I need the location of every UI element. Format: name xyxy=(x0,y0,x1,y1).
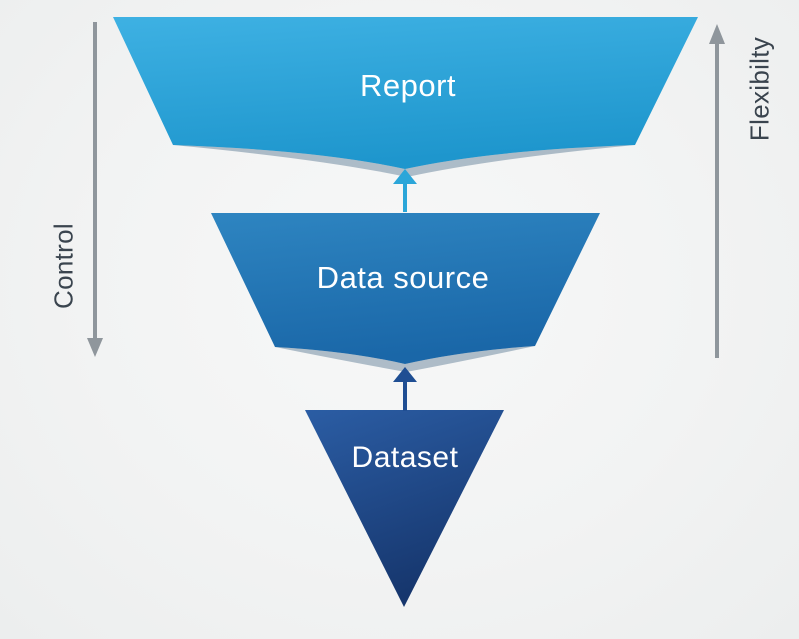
control-axis-label: Control xyxy=(48,223,79,309)
report-label: Report xyxy=(359,68,457,103)
dataset-to-datasource-arrow xyxy=(393,367,417,411)
report-shape xyxy=(113,17,698,169)
datasource-to-report-arrow xyxy=(393,169,417,212)
flexibility-arrow xyxy=(709,24,725,358)
dataset-shape xyxy=(305,410,504,607)
data-source-label: Data source xyxy=(316,260,490,295)
control-arrowhead-down-icon xyxy=(87,338,103,357)
dataset-to-datasource-arrowhead-up-icon xyxy=(393,367,417,382)
datasource-to-report-arrowhead-up-icon xyxy=(393,169,417,184)
control-arrow xyxy=(87,22,103,357)
dataset-label: Dataset xyxy=(351,441,459,474)
data-source-shape-fold xyxy=(275,346,535,372)
report-shape-fold xyxy=(173,145,635,177)
flexibility-arrowhead-up-icon xyxy=(709,24,725,44)
data-source-shape xyxy=(211,213,600,364)
flexibility-axis-label: Flexibilty xyxy=(744,36,775,142)
